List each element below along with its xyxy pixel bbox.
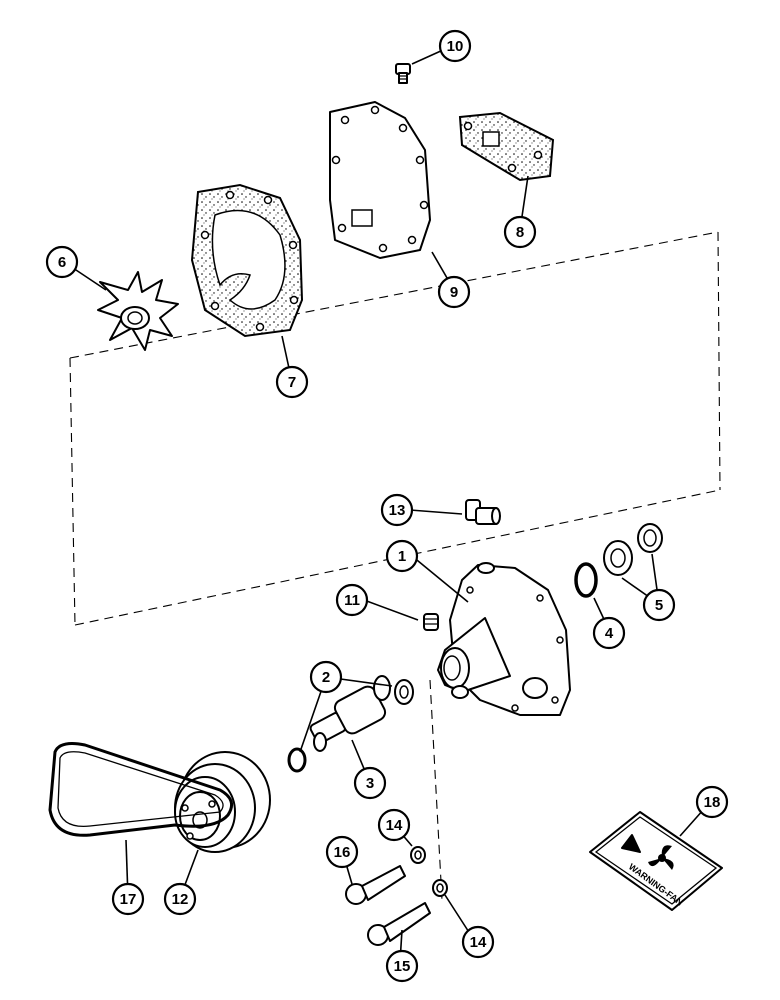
callout-label: 18	[704, 794, 721, 811]
callout-3: 3	[353, 766, 387, 800]
belt-part-17	[48, 742, 234, 837]
callout-label: 16	[334, 844, 351, 861]
callout-circle	[437, 275, 471, 309]
callout-label: 1	[398, 548, 406, 565]
rings-part-2	[287, 679, 414, 773]
callout-circle	[353, 766, 387, 800]
callout-circle	[503, 215, 537, 249]
callout-9: 9	[437, 275, 471, 309]
callout-circle	[385, 539, 419, 573]
callout-circle	[275, 365, 309, 399]
callout-circle	[377, 808, 411, 842]
callout-11: 11	[335, 583, 369, 617]
callout-17: 17	[111, 882, 145, 916]
callout-label: 14	[386, 817, 403, 834]
callout-circle	[163, 882, 197, 916]
callout-circle	[642, 588, 676, 622]
callout-circle	[461, 925, 495, 959]
callout-label: 4	[605, 625, 614, 642]
callout-label: 5	[655, 597, 663, 614]
callout-14a: 14	[377, 808, 411, 842]
washer-part-14a	[410, 846, 426, 864]
assembly-guide-lines	[69, 231, 721, 901]
callout-10: 10	[438, 29, 472, 63]
callout-circle	[45, 245, 79, 279]
callout-label: 15	[394, 958, 411, 975]
callout-circle	[592, 616, 626, 650]
seals-part-5	[603, 523, 663, 576]
callout-label: 7	[288, 374, 296, 391]
bolt-part-16	[345, 865, 406, 905]
callout-label: 13	[389, 502, 406, 519]
callout-circle	[695, 785, 729, 819]
callout-16: 16	[325, 835, 359, 869]
callout-12: 12	[163, 882, 197, 916]
gasket-part-7	[190, 183, 304, 338]
washer-part-14b	[432, 879, 448, 897]
elbow-fitting-part-13	[465, 499, 501, 525]
cover-plate-part-9	[329, 101, 431, 259]
callout-label: 9	[450, 284, 458, 301]
gasket-part-8	[458, 111, 555, 182]
callout-label: 17	[120, 891, 137, 908]
shaft-bearing-part-3	[309, 675, 391, 752]
callout-label: 14	[470, 934, 487, 951]
callout-label: 3	[366, 775, 374, 792]
callout-label: 12	[172, 891, 189, 908]
bolt-part-15	[367, 902, 431, 946]
callout-circle	[335, 583, 369, 617]
callout-8: 8	[503, 215, 537, 249]
snap-ring-part-4	[574, 562, 598, 598]
pump-housing-part-1	[437, 562, 571, 716]
callout-circle	[325, 835, 359, 869]
warning-decal-part-18: WARNING-FAN	[589, 811, 723, 911]
callout-circle	[385, 949, 419, 983]
callout-1: 1	[385, 539, 419, 573]
callout-circle	[380, 493, 414, 527]
callout-label: 8	[516, 224, 524, 241]
callout-6: 6	[45, 245, 79, 279]
callout-circle	[309, 660, 343, 694]
callout-label: 6	[58, 254, 66, 271]
callout-13: 13	[380, 493, 414, 527]
callout-label: 2	[322, 669, 330, 686]
callout-5: 5	[642, 588, 676, 622]
plug-part-11	[423, 613, 439, 631]
callout-label: 10	[447, 38, 464, 55]
callout-7: 7	[275, 365, 309, 399]
callout-4: 4	[592, 616, 626, 650]
callout-15: 15	[385, 949, 419, 983]
bolt-part-10	[395, 63, 411, 84]
callout-circle	[438, 29, 472, 63]
callout-2: 2	[309, 660, 343, 694]
callout-18: 18	[695, 785, 729, 819]
impeller-part-6	[97, 271, 179, 351]
callout-circle	[111, 882, 145, 916]
callout-label: 11	[344, 592, 360, 609]
pulley-part-12	[174, 751, 271, 853]
callout-14b: 14	[461, 925, 495, 959]
